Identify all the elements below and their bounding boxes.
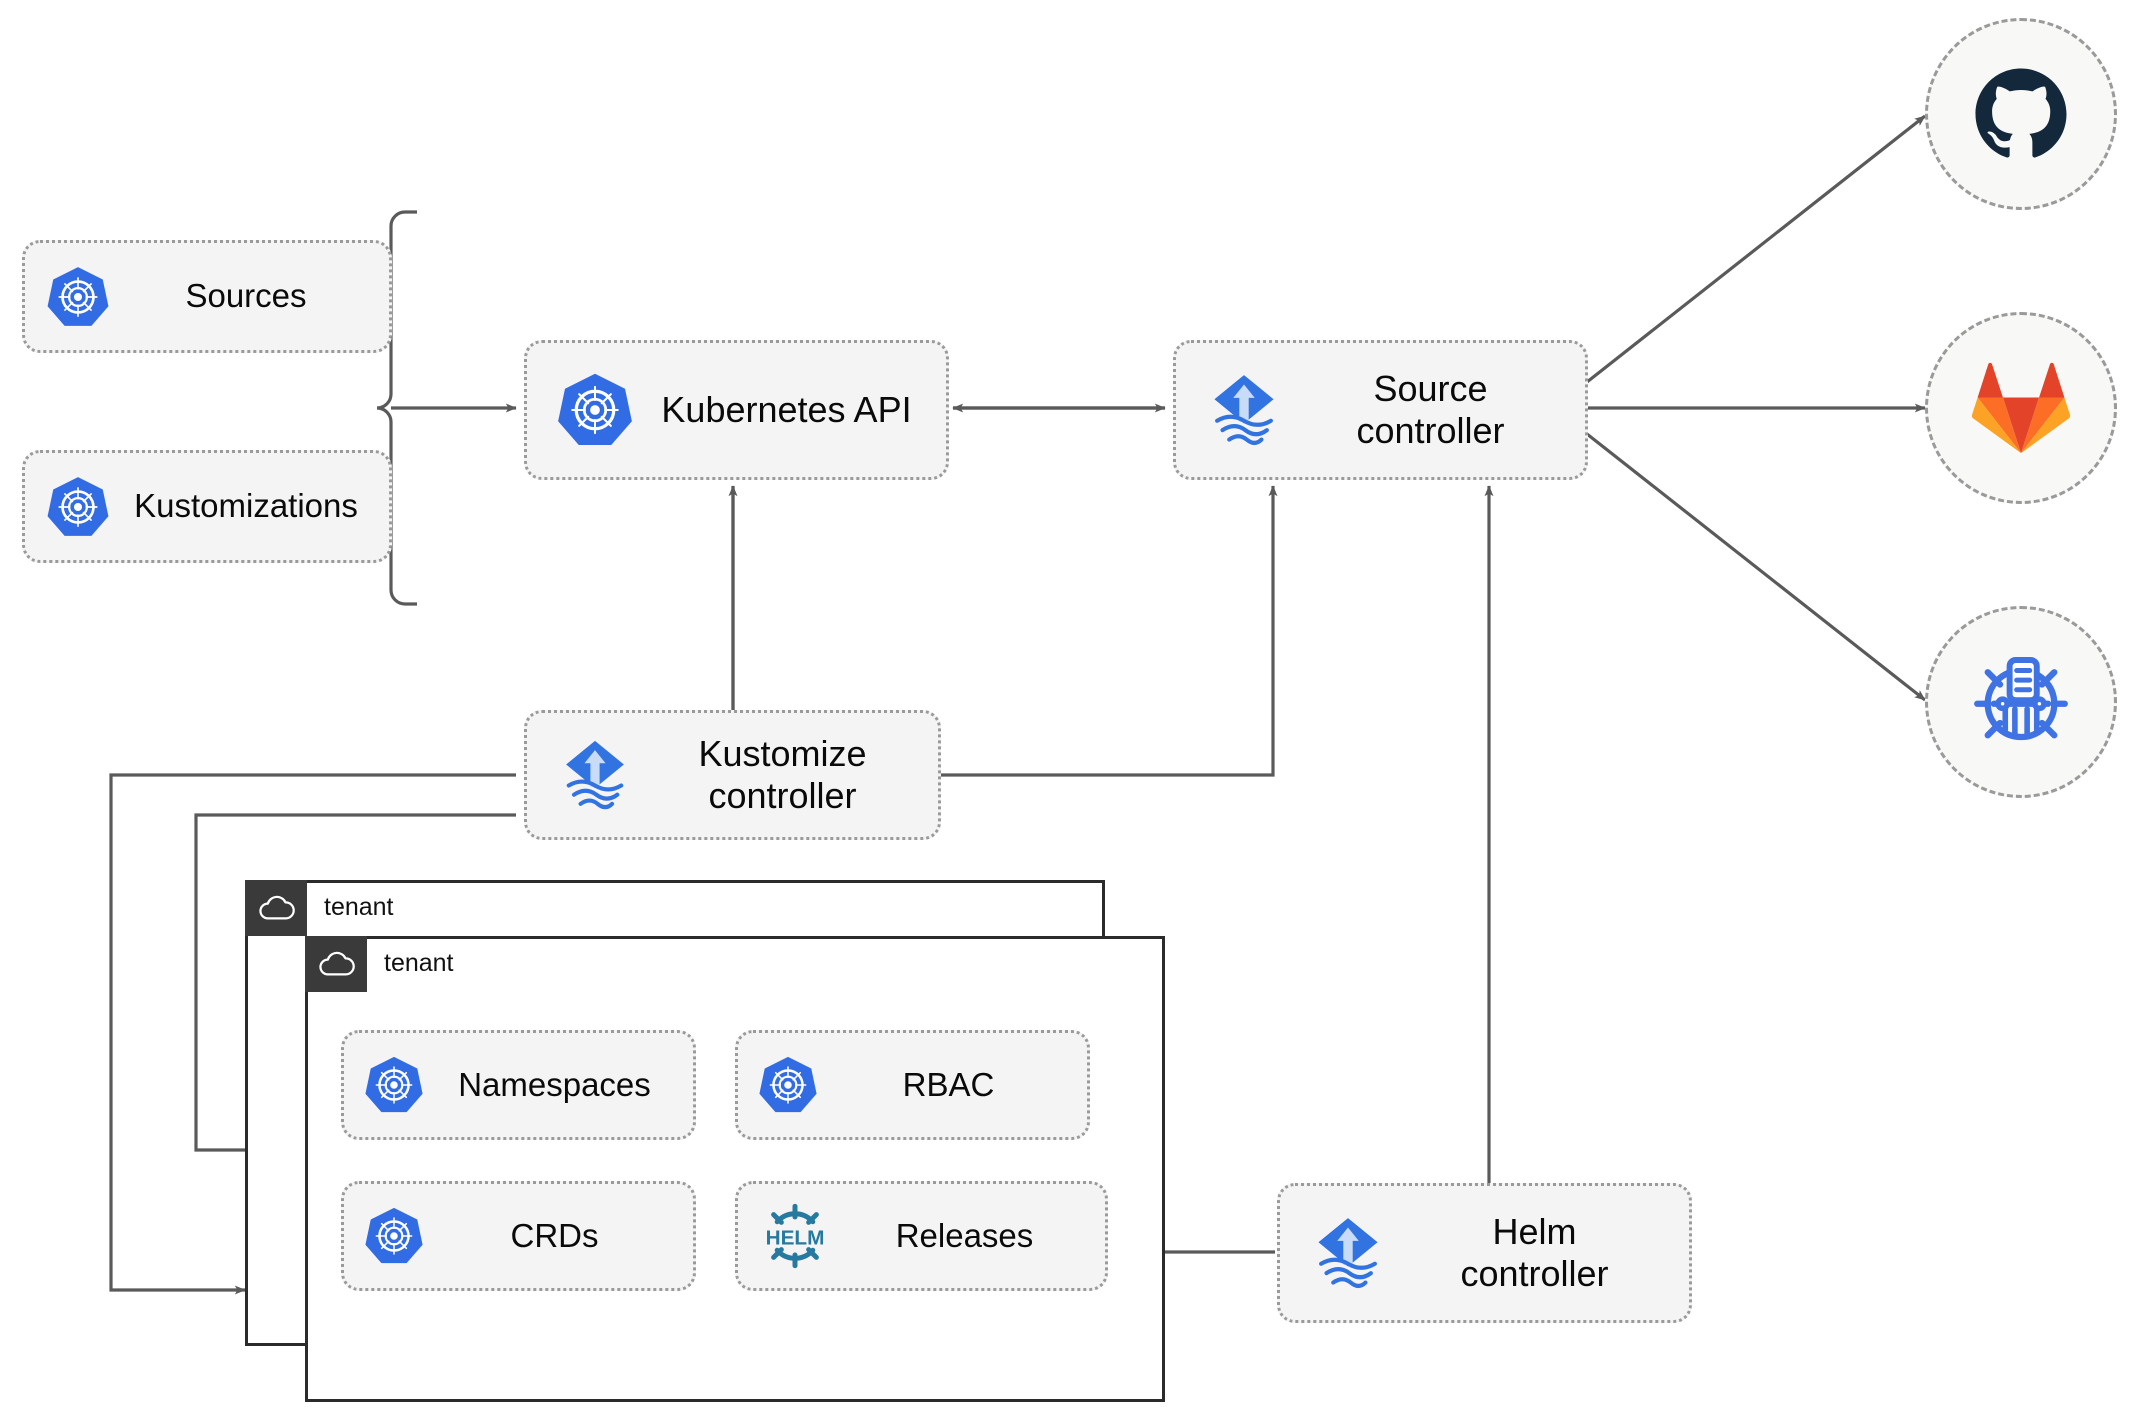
tenant-label-outer: tenant: [324, 893, 394, 921]
endpoint-github[interactable]: [1925, 18, 2117, 210]
kubernetes-icon: [752, 1054, 824, 1116]
card-label: RBAC: [902, 1065, 995, 1103]
flux-icon: [1194, 367, 1294, 453]
kubernetes-icon: [358, 1054, 430, 1116]
card-sources[interactable]: Sources: [22, 240, 392, 353]
card-helm-controller[interactable]: Helm controller: [1277, 1183, 1692, 1323]
card-label: Kustomize controller: [698, 732, 867, 816]
tenant-label-inner: tenant: [384, 949, 454, 977]
kubernetes-icon: [39, 474, 117, 540]
card-releases[interactable]: HELM Releases: [735, 1181, 1108, 1291]
github-icon: [1975, 68, 2067, 158]
endpoint-chart-repository[interactable]: [1925, 606, 2117, 798]
tenant-tab-outer: [245, 880, 307, 936]
card-label: Helm controller: [1460, 1210, 1609, 1294]
cloud-icon: [259, 895, 295, 920]
helm-registry-icon: [1974, 657, 2068, 741]
card-label: Namespaces: [458, 1065, 651, 1103]
cloud-icon: [319, 951, 355, 976]
card-label: CRDs: [510, 1216, 599, 1254]
gitlab-icon: [1971, 362, 2071, 454]
endpoint-gitlab[interactable]: [1925, 312, 2117, 504]
card-kustomizations[interactable]: Kustomizations: [22, 450, 392, 563]
helm-icon: HELM: [752, 1198, 838, 1274]
kubernetes-icon: [39, 264, 117, 330]
card-namespaces[interactable]: Namespaces: [341, 1030, 696, 1140]
card-label: Source controller: [1356, 367, 1505, 451]
flux-icon: [1298, 1210, 1398, 1296]
card-label: Kustomizations: [134, 487, 358, 525]
flux-icon: [545, 733, 645, 817]
card-label: Kubernetes API: [661, 388, 912, 430]
card-label: Sources: [185, 277, 307, 315]
kubernetes-icon: [545, 370, 645, 450]
card-kustomize-controller[interactable]: Kustomize controller: [524, 710, 941, 840]
card-source-controller[interactable]: Source controller: [1173, 340, 1588, 480]
kubernetes-icon: [358, 1205, 430, 1267]
svg-text:HELM: HELM: [766, 1226, 825, 1249]
card-kubernetes-api[interactable]: Kubernetes API: [524, 340, 949, 480]
tenant-tab-inner: [305, 936, 367, 992]
tenant-panel-inner[interactable]: [305, 936, 1165, 1402]
card-crds[interactable]: CRDs: [341, 1181, 696, 1291]
card-rbac[interactable]: RBAC: [735, 1030, 1090, 1140]
card-label: Releases: [895, 1216, 1034, 1254]
